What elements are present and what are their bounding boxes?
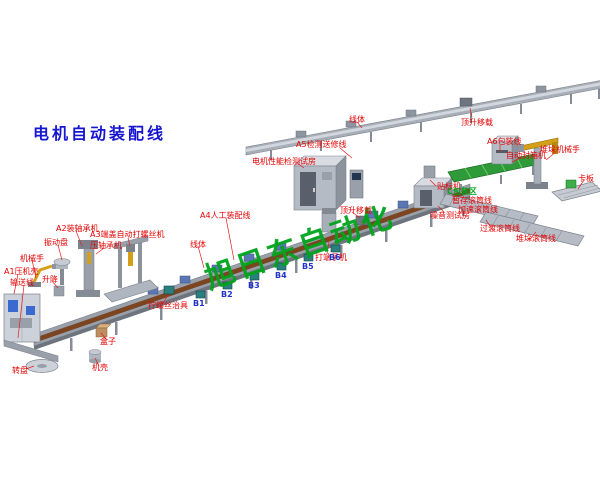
- stacking-roller-conveyor: [479, 211, 585, 247]
- label-bearing-press: 压轴承机: [90, 241, 122, 250]
- label-transition-roller-line: 过渡滚筒线: [480, 224, 520, 233]
- label-infeed-conveyor: 输送线: [10, 278, 34, 287]
- label-buffer-roller-line: 暂存滚筒线: [452, 196, 492, 205]
- box-sealer-body: [491, 135, 519, 165]
- label-auto-box-sealer: 自动封箱机: [506, 151, 546, 160]
- label-pallet: 卡板: [578, 174, 594, 183]
- bearing-press-body: [76, 240, 100, 297]
- label-a4-manual-line: A4人工装配线: [200, 211, 251, 220]
- screw-spindle: [128, 252, 133, 266]
- label-stacking-roller-line: 堆垛滚筒线: [516, 234, 556, 243]
- label-station-b4: B4: [275, 271, 287, 280]
- main-conveyor: [33, 183, 471, 351]
- box-body: [95, 323, 112, 338]
- label-motor-casing: 机壳: [92, 363, 108, 372]
- green-packing-conveyor: [447, 153, 541, 193]
- upper-conveyor-trays: [295, 85, 547, 138]
- turntable-body: [25, 359, 59, 373]
- label-robot-hand: 机械手: [20, 254, 44, 263]
- label-a2-bearing-machine: A2装轴承机: [56, 224, 99, 233]
- chamber-door: [300, 172, 316, 206]
- label-station-b1: B1: [193, 299, 205, 308]
- chamber-vent: [322, 172, 332, 180]
- motor-casing-body: [88, 349, 102, 364]
- infeed-conveyor-body: [3, 339, 59, 363]
- label-vibration-bowl: 振动盘: [44, 238, 68, 247]
- label-box: 盒子: [100, 337, 116, 346]
- label-station-b6: B6: [329, 253, 341, 262]
- vibration-bowl-body: [53, 258, 71, 285]
- palletizing-robot: [518, 137, 559, 189]
- a1-blue-module-1: [8, 300, 18, 312]
- a3-screw-machine-body: [103, 235, 159, 303]
- label-labeling-machine: 贴标机: [437, 182, 461, 191]
- carton-on-pallet: [565, 179, 577, 189]
- lift-unit: [53, 285, 65, 297]
- label-a6-packing-line: A6包装线: [487, 137, 522, 146]
- label-lift: 升降: [42, 275, 58, 284]
- label-lift-transfer-mid: 顶升移载: [340, 206, 372, 215]
- motor-trays-on-line: [147, 200, 409, 295]
- hmi-cabinet: [349, 169, 364, 199]
- label-accel-roller-line: 加速滚筒线: [458, 205, 498, 214]
- noise-room-door: [420, 190, 432, 206]
- label-station-b5: B5: [302, 262, 314, 271]
- pallet-fixtures: [195, 244, 341, 299]
- label-turntable: 转盘: [12, 366, 28, 375]
- label-stacking-robot: 堆垛机械手: [540, 145, 580, 154]
- robot-wrist: [552, 142, 558, 154]
- green-conveyor-rollers: [464, 157, 523, 179]
- label-a3-screw-machine: A3端盖自动打螺丝机: [90, 230, 165, 239]
- roller-stripes-b: [491, 215, 563, 242]
- page-title: 电机自动装配线: [33, 124, 167, 143]
- label-station-b3: B3: [248, 281, 260, 290]
- press-ram: [87, 252, 91, 264]
- performance-test-chamber: [293, 155, 347, 211]
- upper-conveyor-legs: [270, 89, 600, 160]
- label-noise-test-room: 噪音测试房: [430, 211, 470, 220]
- green-conveyor-legs: [460, 166, 534, 193]
- upper-conveyor: [245, 80, 600, 160]
- label-c-packing-area: C包装区: [447, 187, 477, 196]
- chamber-door-handle: [313, 188, 315, 192]
- sealer-slot: [496, 150, 508, 153]
- label-a1-housing-press: A1压机壳: [4, 267, 39, 276]
- a1-blue-module-2: [26, 306, 35, 315]
- label-line-body-top: 线体: [349, 115, 365, 124]
- terminal-machine-body: [321, 208, 337, 233]
- lift-transfer-mid-unit: [355, 215, 369, 226]
- label-screw-jig: 拧螺丝治具: [148, 301, 188, 310]
- label-a5-inspection-line: A5检测送修线: [296, 140, 347, 149]
- label-station-b2: B2: [221, 290, 233, 299]
- hmi-screen: [352, 173, 361, 180]
- label-lift-transfer-top: 顶升移载: [461, 118, 493, 127]
- label-terminal-machine: 打端子机: [315, 253, 347, 262]
- label-motor-performance-room: 电机性能检测试房: [252, 157, 316, 166]
- leader-lines: [13, 107, 585, 370]
- screw-jig-body: [163, 285, 175, 295]
- lift-transfer-top-unit: [459, 97, 473, 107]
- label-line-body-left: 线体: [190, 240, 206, 249]
- pallet-body: [551, 179, 600, 202]
